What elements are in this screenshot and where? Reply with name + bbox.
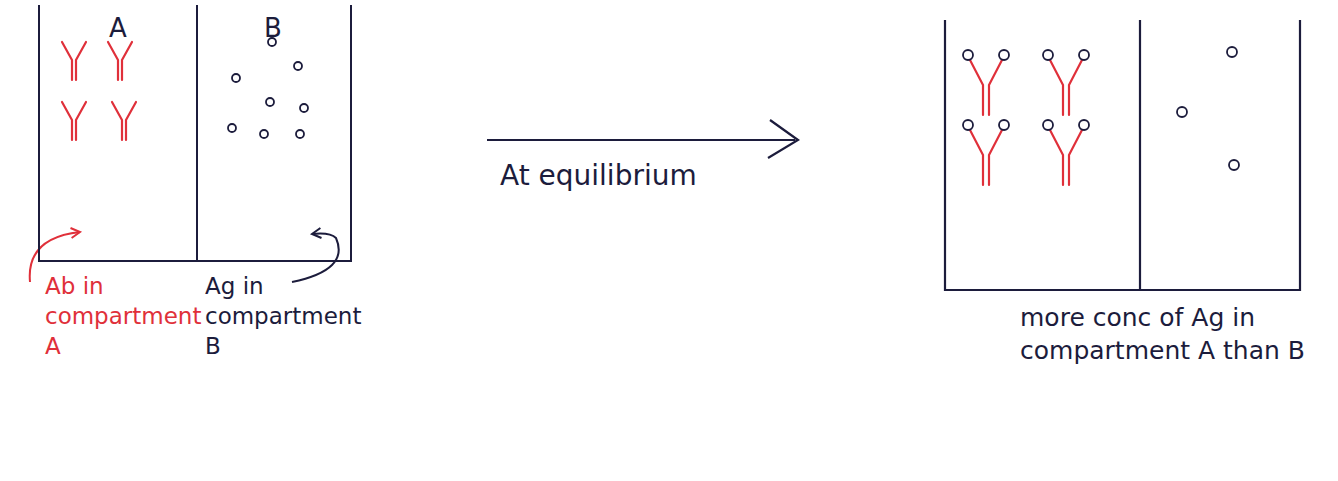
beaker-outline: [945, 20, 1300, 290]
compartment-letter: A: [40, 13, 196, 43]
callout-label-text: Ab in compartment A: [45, 273, 201, 359]
antigen-group: [228, 38, 308, 138]
callout-label-text: Ag in compartment B: [205, 273, 361, 359]
process-label-text: At equilibrium: [500, 159, 697, 192]
callout-label: Ab in compartment A: [45, 272, 200, 362]
arrow-head: [768, 120, 798, 158]
callout-arrow: [292, 234, 339, 283]
bound-antibody-group: [970, 60, 1082, 185]
process-label: At equilibrium: [500, 158, 780, 194]
compartment-box: B: [196, 5, 352, 262]
antigen-group: [963, 47, 1239, 170]
callout-label: Ag in compartment B: [205, 272, 370, 362]
process-arrow: [487, 139, 795, 141]
antibody-group: [62, 42, 136, 140]
note-label: more conc of Ag in compartment A than B: [1020, 302, 1315, 367]
compartment-box: A: [38, 5, 198, 262]
compartment-letter: B: [196, 13, 350, 43]
note-label-text: more conc of Ag in compartment A than B: [1020, 303, 1305, 365]
